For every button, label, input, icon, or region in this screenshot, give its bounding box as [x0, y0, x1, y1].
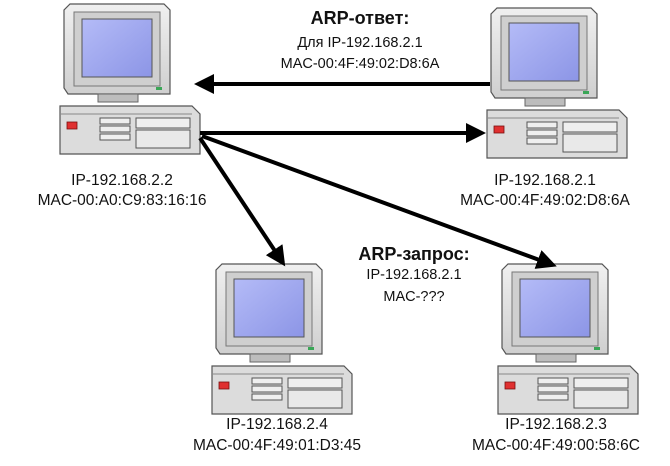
floppy-bay	[573, 377, 629, 389]
monitor-stand	[249, 353, 291, 363]
monitor-screen	[508, 22, 580, 82]
arrow-request-to-host4	[198, 136, 286, 267]
drive-bay-2	[526, 129, 558, 137]
arp-reply-ip: Для IP-192.168.2.1	[297, 35, 423, 51]
cd-bay	[562, 133, 618, 153]
drive-bay-3	[537, 393, 569, 401]
monitor-stand	[97, 93, 139, 103]
cd-bay	[135, 129, 191, 149]
computer-icon-host3	[497, 263, 639, 415]
monitor-stand	[535, 353, 577, 363]
monitor-led	[308, 347, 314, 350]
floppy-bay	[135, 117, 191, 129]
drive-bay-1	[251, 377, 283, 385]
arrow-request-to-host3	[201, 134, 557, 269]
host4-ip-label: IP-192.168.2.4	[226, 416, 328, 433]
monitor-screen	[233, 278, 305, 338]
monitor-screen	[519, 278, 591, 338]
drive-bay-1	[99, 117, 131, 125]
target-mac-label: MAC-00:4F:49:02:D8:6A	[460, 192, 630, 209]
power-led	[493, 125, 505, 134]
arp-request-title: ARP-запрос:	[358, 244, 470, 264]
target-ip-label: IP-192.168.2.1	[494, 172, 596, 189]
arp-reply-title: ARP-ответ:	[310, 8, 410, 28]
drive-bay-2	[251, 385, 283, 393]
drive-bay-2	[537, 385, 569, 393]
monitor-led	[594, 347, 600, 350]
host3-mac-label: MAC-00:4F:49:00:58:6C	[471, 437, 641, 454]
monitor-stand	[524, 97, 566, 107]
computer-icon-target	[486, 7, 628, 159]
drive-bay-2	[99, 125, 131, 133]
power-led	[218, 381, 230, 390]
arp-reply-mac: MAC-00:4F:49:02:D8:6A	[280, 56, 440, 72]
drive-bay-3	[99, 133, 131, 141]
monitor-screen	[81, 18, 153, 78]
power-led	[66, 121, 78, 130]
sender-ip-label: IP-192.168.2.2	[71, 172, 173, 189]
cd-bay	[573, 389, 629, 409]
arp-request-ip: IP-192.168.2.1	[366, 267, 462, 283]
floppy-bay	[562, 121, 618, 133]
monitor-led	[156, 87, 162, 90]
drive-bay-3	[251, 393, 283, 401]
power-led	[504, 381, 516, 390]
sender-mac-label: MAC-00:A0:C9:83:16:16	[37, 192, 207, 209]
drive-bay-1	[537, 377, 569, 385]
drive-bay-3	[526, 137, 558, 145]
floppy-bay	[287, 377, 343, 389]
computer-icon-sender	[59, 3, 201, 155]
arp-request-mac: MAC-???	[383, 289, 445, 305]
host3-ip-label: IP-192.168.2.3	[505, 416, 607, 433]
drive-bay-1	[526, 121, 558, 129]
monitor-led	[583, 91, 589, 94]
host4-mac-label: MAC-00:4F:49:01:D3:45	[192, 437, 362, 454]
cd-bay	[287, 389, 343, 409]
computer-icon-host4	[211, 263, 353, 415]
